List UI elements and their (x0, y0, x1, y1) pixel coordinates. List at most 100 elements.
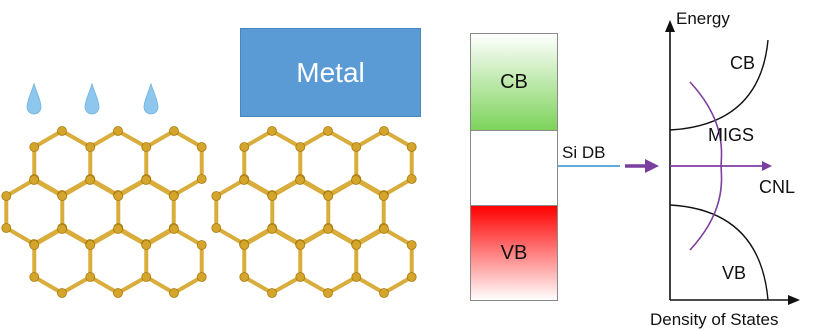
water-drops (26, 82, 159, 115)
lattice-atom (406, 142, 417, 152)
lattice-bond (172, 275, 204, 295)
lattice-atom (323, 288, 333, 298)
lattice-atom (29, 175, 39, 185)
conduction-band: CB (470, 33, 558, 131)
lattice-bond (242, 129, 274, 149)
lattice-bond (32, 227, 64, 247)
lattice-bond (32, 275, 64, 295)
valence-band: VB (470, 205, 558, 301)
lattice-atom (239, 272, 250, 282)
lattice-atom (141, 272, 152, 282)
lattice-atom (295, 175, 305, 185)
lattice-atom (267, 191, 278, 201)
lattice-atom (406, 272, 417, 282)
lattice-bond (326, 129, 359, 149)
lattice-atom (85, 175, 95, 185)
lattice-atom (323, 126, 333, 136)
cnl-label: CNL (759, 177, 796, 197)
cnl-arrow (670, 161, 772, 171)
lattice-bond (298, 129, 330, 149)
lattice-atom (1, 191, 12, 201)
lattice-atom (196, 174, 207, 184)
conduction-band-label: CB (500, 70, 528, 93)
lattice-atom (29, 142, 40, 152)
water-drop-icon (26, 82, 42, 115)
lattice-bond (242, 275, 274, 295)
lattice-bond (382, 275, 414, 295)
lattice-bond (354, 129, 386, 149)
silicon-lattice-left (1, 126, 207, 298)
lattice-bond (298, 227, 330, 247)
lattice-atom (196, 272, 207, 282)
cb-dos-label: CB (730, 53, 756, 73)
lattice-bond (382, 129, 414, 149)
lattice-atom (196, 240, 207, 250)
lattice-atom (169, 288, 179, 298)
lattice-bond (242, 227, 274, 247)
lattice-atom (323, 224, 333, 234)
lattice-bond (270, 129, 303, 149)
lattice-bond (354, 275, 386, 295)
lattice-atom (379, 224, 389, 234)
lattice-atom (168, 191, 179, 201)
lattice-atom (113, 126, 123, 136)
lattice-bond (172, 227, 204, 247)
energy-axis-label: Energy (676, 9, 730, 28)
lattice-bond (116, 275, 149, 295)
lattice-atom (351, 175, 361, 185)
lattice-atom (351, 272, 362, 282)
lattice-bond (88, 227, 120, 247)
lattice-atom (323, 191, 334, 201)
lattice-atom (351, 240, 362, 250)
dos-axis-label: Density of States (650, 310, 779, 329)
lattice-bond (60, 129, 93, 149)
lattice-atom (141, 240, 152, 250)
lattice-bond (270, 275, 303, 295)
lattice-atom (57, 191, 68, 201)
lattice-atom (85, 272, 96, 282)
lattice-atom (141, 142, 152, 152)
lattice-atom (295, 142, 306, 152)
lattice-atom (85, 240, 96, 250)
cb-dos-curve (669, 39, 769, 131)
lattice-bond (116, 178, 148, 198)
lattice-atom (211, 191, 222, 201)
lattice-bond (298, 275, 330, 295)
lattice-atom (378, 191, 389, 201)
lattice-bond (116, 129, 149, 149)
lattice-bond (326, 178, 358, 198)
water-drop-icon (84, 82, 100, 115)
lattice-bond (214, 178, 246, 198)
lattice-atom (379, 288, 389, 298)
lattice-bond (214, 226, 246, 246)
lattice-atom (267, 224, 277, 234)
lattice-atom (57, 126, 67, 136)
lattice-atom (113, 288, 123, 298)
metal-label: Metal (296, 56, 365, 88)
lattice-bond (144, 275, 176, 295)
lattice-bond (144, 227, 176, 247)
lattice-atom (196, 142, 207, 152)
lattice-bond (4, 178, 36, 198)
lattice-bond (270, 178, 302, 198)
migs-label: MIGS (708, 125, 755, 145)
vb-dos-label: VB (722, 263, 747, 283)
lattice-atom (239, 142, 250, 152)
lattice-atom (169, 224, 179, 234)
lattice-bond (4, 226, 36, 246)
lattice-bond (144, 129, 176, 149)
lattice-bond (144, 178, 176, 198)
lattice-atom (29, 240, 40, 250)
lattice-atom (57, 224, 67, 234)
lattice-atom (239, 240, 250, 250)
lattice-bond (60, 178, 92, 198)
lattice-atom (267, 288, 277, 298)
si-db-label: Si DB (562, 143, 606, 162)
lattice-atom (295, 272, 306, 282)
lattice-bond (88, 129, 120, 149)
lattice-bond (60, 275, 93, 295)
lattice-bond (382, 227, 414, 247)
lattice-bond (32, 129, 64, 149)
